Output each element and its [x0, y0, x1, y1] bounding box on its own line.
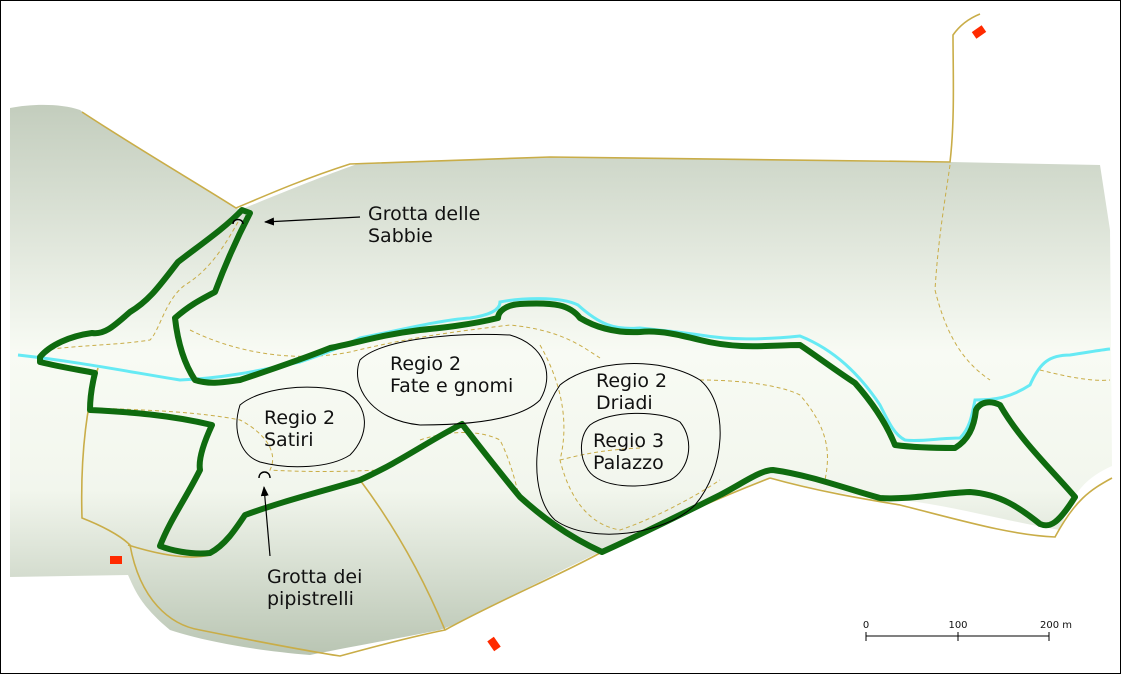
label-regio-fate: Regio 2 Fate e gnomi — [390, 353, 513, 397]
regio-palazzo-boundary — [581, 412, 690, 487]
regio-driadi-boundary — [536, 363, 721, 535]
building-icon — [110, 556, 122, 564]
label-grotta-sabbie: Grotta delle Sabbie — [368, 203, 486, 247]
park-terrain — [10, 104, 1112, 656]
label-grotta-pipistrelli: Grotta dei pipistrelli — [267, 566, 368, 610]
road-east — [769, 477, 1113, 538]
building-icon — [971, 25, 987, 39]
buildings — [110, 25, 987, 652]
road-south-spur — [359, 479, 446, 631]
regio-fate-boundary — [357, 333, 548, 426]
scale-bar: 0 100 200 m — [863, 620, 1072, 641]
scale-tick-100: 100 — [948, 620, 967, 631]
building-icon — [487, 636, 501, 652]
scale-tick-200: 200 m — [1040, 620, 1072, 631]
arrow-grotta-pipistrelli — [260, 486, 271, 557]
road-north — [81, 13, 981, 209]
regio-boundaries — [236, 333, 721, 535]
cave-sabbie-icon — [232, 218, 244, 225]
arrow-grotta-sabbie — [264, 216, 361, 226]
label-regio-driadi: Regio 2 Driadi — [596, 370, 673, 414]
trail-outline — [37, 207, 1078, 557]
label-regio-satiri: Regio 2 Satiri — [264, 407, 341, 451]
scale-tick-0: 0 — [863, 620, 869, 631]
regio-satiri-boundary — [236, 386, 365, 468]
label-regio-palazzo: Regio 3 Palazzo — [593, 430, 670, 474]
cave-pipistrelli-icon — [258, 471, 271, 479]
